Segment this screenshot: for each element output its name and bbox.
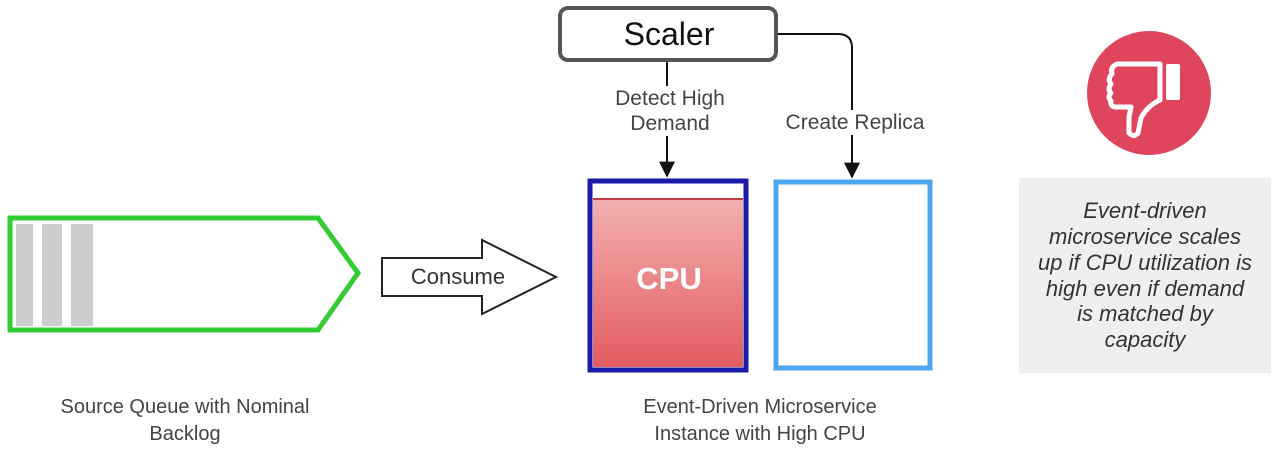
queue-item [16,224,33,326]
create-replica-label: Create Replica [760,110,950,136]
replica-box [773,179,933,371]
detect-high-demand-label: Detect High Demand [585,86,755,137]
consume-arrow [381,238,559,316]
microservice-instance [587,178,749,373]
note-box: Event-driven microservice scales up if C… [1019,178,1271,373]
note-text: Event-driven microservice scales up if C… [1038,197,1252,353]
replica-connector [778,33,860,179]
queue-outline [7,215,362,333]
queue-item [71,224,93,326]
queue-caption: Source Queue with Nominal Backlog [60,396,310,445]
scaler-box [558,6,778,62]
thumbs-down-icon [1087,31,1211,155]
consume-label: Consume [410,264,506,289]
service-caption: Event-Driven Microservice Instance with … [643,396,877,445]
cpu-fill [593,199,743,367]
queue-item [42,224,62,326]
scaler-label: Scaler [623,15,715,52]
cpu-label: CPU [636,261,702,296]
source-queue [7,215,362,333]
